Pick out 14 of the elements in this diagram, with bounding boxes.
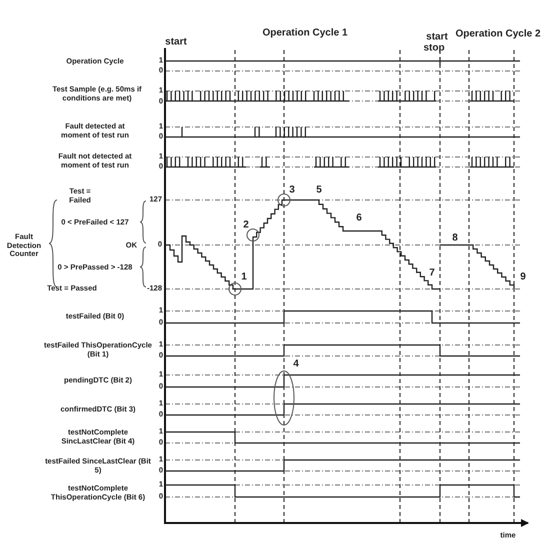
- callout-number: 7: [429, 267, 435, 279]
- marker-label: start: [426, 31, 448, 43]
- callout-number: 5: [316, 184, 322, 196]
- callout-number: 9: [520, 271, 526, 283]
- cycle-label: Operation Cycle 1: [262, 27, 348, 39]
- callout-number: 4: [293, 358, 299, 370]
- callout-number: 2: [243, 219, 249, 231]
- marker-label: start: [165, 36, 187, 48]
- callout-number: 6: [356, 212, 362, 224]
- marker-label: stop: [423, 42, 445, 54]
- callout-number: 3: [289, 184, 295, 196]
- callout-number: 8: [452, 232, 458, 244]
- callout-number: 1: [241, 271, 247, 283]
- cycle-label: Operation Cycle 2: [455, 28, 541, 40]
